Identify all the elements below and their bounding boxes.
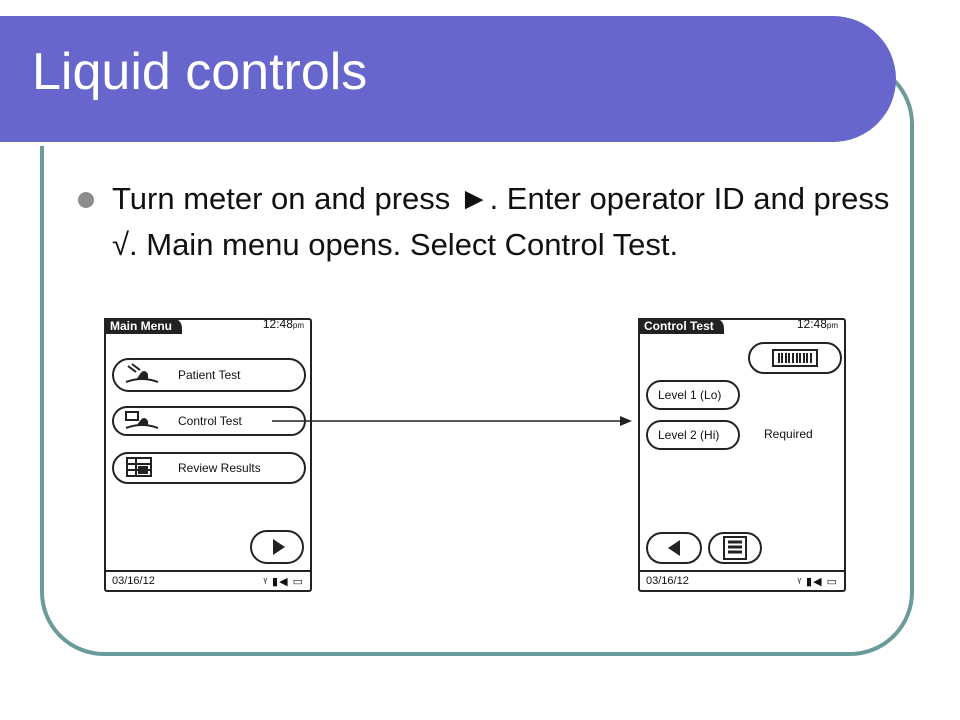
level1-label: Level 1 (Lo)	[658, 388, 722, 402]
bullet-dot	[78, 192, 94, 208]
control-test-header: Control Test	[638, 318, 724, 334]
level2-button[interactable]: Level 2 (Hi)	[646, 420, 740, 450]
control-test-screen: Control Test 12:48pm Level 1 (Lo) Level …	[638, 317, 846, 592]
main-menu-footer-divider	[106, 570, 310, 572]
slide-title: Liquid controls	[32, 43, 368, 101]
review-results-icon	[126, 457, 152, 477]
control-test-label: Control Test	[178, 414, 242, 428]
control-test-clock: 12:48pm	[797, 317, 838, 331]
control-test-status-icons: ᵞ ▮◀ ▭	[797, 576, 838, 588]
title-bar	[0, 16, 896, 146]
back-arrow-icon	[668, 540, 680, 556]
control-test-time-suffix: pm	[826, 321, 838, 330]
back-button[interactable]	[646, 532, 702, 564]
control-test-date: 03/16/12	[646, 575, 689, 587]
required-label: Required	[764, 427, 813, 441]
barcode-icon	[772, 349, 818, 367]
barcode-button[interactable]	[748, 342, 842, 374]
patient-test-icon	[125, 363, 159, 383]
title-rule	[0, 142, 848, 146]
review-results-button[interactable]: Review Results	[112, 452, 306, 484]
main-menu-header: Main Menu	[104, 318, 182, 334]
patient-test-button[interactable]: Patient Test	[112, 358, 306, 392]
main-menu-time-suffix: pm	[292, 321, 304, 330]
bullet-text: Turn meter on and press ►. Enter operato…	[112, 181, 890, 262]
menu-button[interactable]	[708, 532, 762, 564]
main-menu-date: 03/16/12	[112, 575, 155, 587]
patient-test-label: Patient Test	[178, 368, 241, 382]
main-menu-status-icons: ᵞ ▮◀ ▭	[263, 576, 304, 588]
level2-label: Level 2 (Hi)	[658, 428, 720, 442]
control-test-footer-divider	[640, 570, 844, 572]
control-test-icon	[125, 411, 159, 429]
main-menu-time: 12:48	[262, 317, 293, 331]
next-button[interactable]	[250, 530, 304, 564]
list-menu-icon	[723, 536, 747, 560]
level1-button[interactable]: Level 1 (Lo)	[646, 380, 740, 410]
control-test-time: 12:48	[796, 317, 827, 331]
forward-arrow-icon	[273, 539, 285, 555]
main-menu-clock: 12:48pm	[263, 317, 304, 331]
review-results-label: Review Results	[178, 461, 261, 475]
